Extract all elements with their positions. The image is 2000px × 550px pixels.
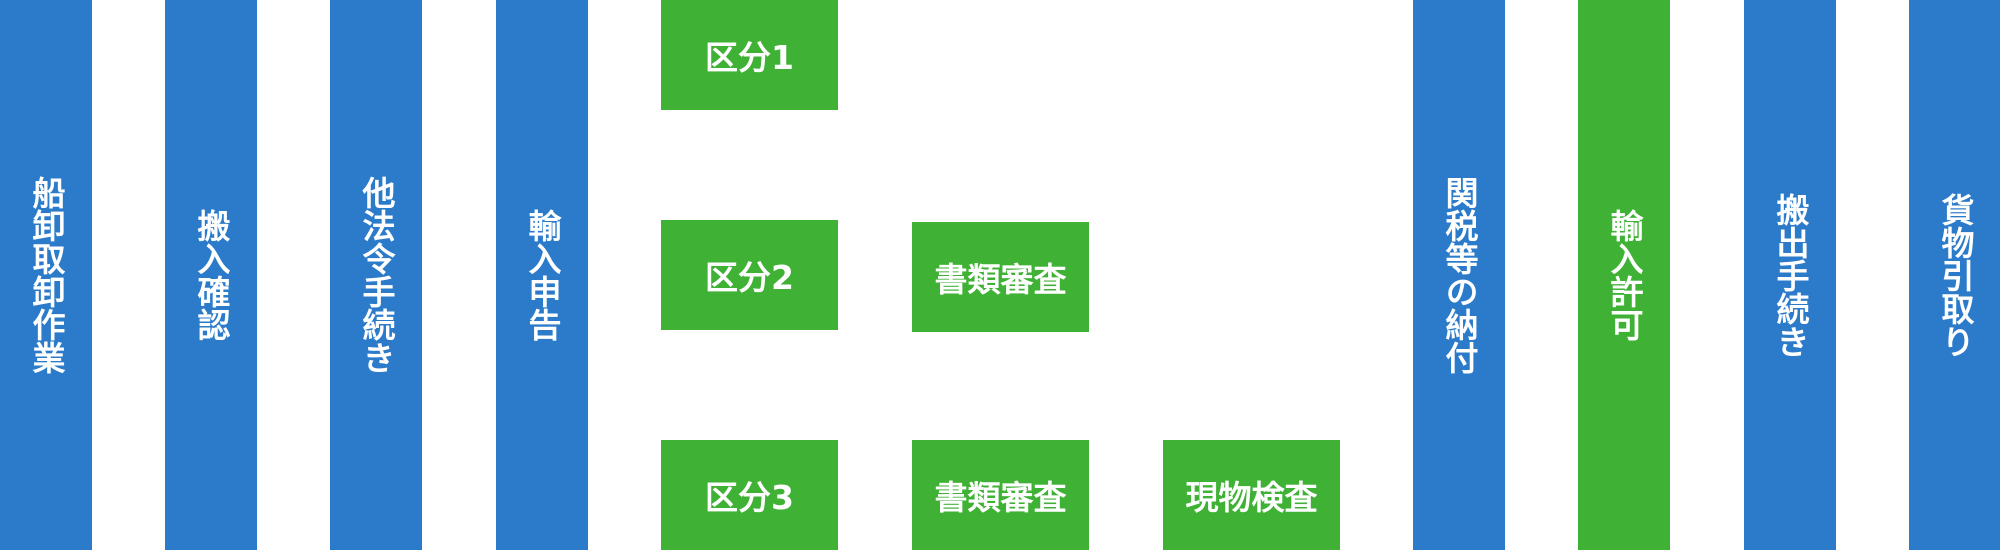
step-duty-payment: 関税等の納付	[1413, 0, 1505, 550]
category-2-box: 区分2	[661, 220, 838, 330]
step-carry-out-procedures-label: 搬出手続き	[1771, 192, 1810, 358]
step-carry-out-procedures: 搬出手続き	[1744, 0, 1836, 550]
document-review-label: 書類審査	[934, 260, 1067, 299]
category-1-box: 区分1	[661, 0, 838, 110]
physical-inspection-label: 現物検査	[1185, 478, 1318, 517]
physical-inspection-box-category-3: 現物検査	[1163, 440, 1340, 550]
category-3-label: 区分3	[705, 478, 794, 517]
step-cargo-pickup: 貨物引取り	[1909, 0, 2000, 550]
document-review-label: 書類審査	[934, 478, 1067, 517]
step-import-declaration: 輸入申告	[496, 0, 588, 550]
step-carry-in-confirmation: 搬入確認	[165, 0, 257, 550]
step-duty-payment-label: 関税等の納付	[1440, 176, 1479, 374]
step-carry-in-confirmation-label: 搬入確認	[192, 209, 231, 341]
document-review-box-category-3: 書類審査	[912, 440, 1089, 550]
step-import-declaration-label: 輸入申告	[523, 209, 562, 341]
category-3-box: 区分3	[661, 440, 838, 550]
step-ship-unloading: 船卸取卸作業	[0, 0, 92, 550]
step-import-permit-label: 輸入許可	[1605, 209, 1644, 341]
category-2-label: 区分2	[705, 258, 794, 297]
step-import-permit: 輸入許可	[1578, 0, 1670, 550]
category-1-label: 区分1	[705, 38, 794, 77]
step-ship-unloading-label: 船卸取卸作業	[27, 176, 66, 374]
document-review-box-category-2: 書類審査	[912, 222, 1089, 332]
step-other-law-procedures-label: 他法令手続き	[357, 176, 396, 374]
step-other-law-procedures: 他法令手続き	[330, 0, 422, 550]
step-cargo-pickup-label: 貨物引取り	[1936, 192, 1975, 358]
